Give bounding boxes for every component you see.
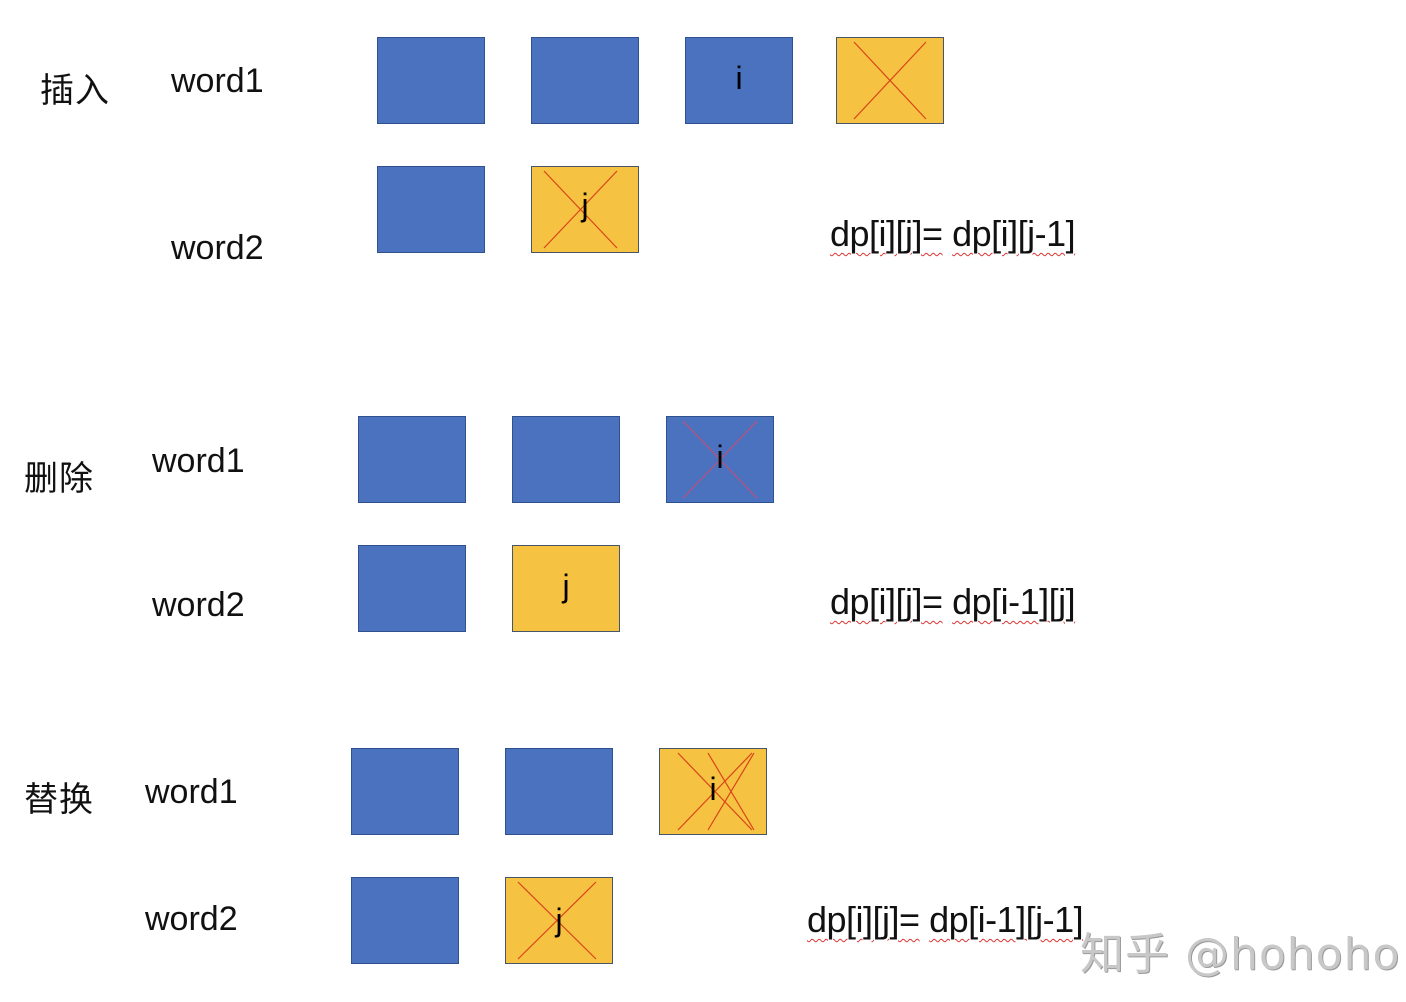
op-label-delete: 删除 bbox=[24, 459, 94, 499]
word1-label: word1 bbox=[145, 773, 238, 811]
cross-icon bbox=[682, 420, 758, 499]
word1-cell-2 bbox=[505, 748, 613, 835]
word1-cell-1 bbox=[377, 37, 485, 124]
formula-replace: dp[i][j]= dp[i-1][j-1] bbox=[807, 899, 1084, 940]
word2-cell-1 bbox=[377, 166, 485, 253]
cross-icon bbox=[543, 170, 618, 249]
cell-letter-i: i bbox=[735, 60, 743, 96]
formula-rhs: dp[i-1][j] bbox=[952, 581, 1076, 622]
formula-lhs: dp[i][j]= bbox=[807, 899, 920, 940]
formula-rhs: dp[i][j-1] bbox=[952, 213, 1076, 254]
word2-cell-2-replaced: j bbox=[505, 877, 613, 964]
word1-cell-4-inserted bbox=[836, 37, 944, 124]
cross-icon bbox=[677, 752, 755, 831]
formula-lhs: dp[i][j]= bbox=[830, 581, 943, 622]
cell-letter-j: j bbox=[562, 568, 570, 604]
word2-cell-2: j bbox=[512, 545, 620, 632]
cell-letter-i: i bbox=[716, 439, 724, 475]
formula-insert: dp[i][j]= dp[i][j-1] bbox=[830, 213, 1076, 254]
cross-icon bbox=[853, 41, 927, 120]
word2-cell-1 bbox=[351, 877, 459, 964]
cell-letter-i: i bbox=[709, 771, 717, 807]
word1-cell-2 bbox=[531, 37, 639, 124]
formula-rhs: dp[i-1][j-1] bbox=[929, 899, 1084, 940]
word2-label: word2 bbox=[152, 586, 245, 624]
formula-delete: dp[i][j]= dp[i-1][j] bbox=[830, 581, 1076, 622]
word2-label: word2 bbox=[171, 229, 264, 267]
word1-cell-3-replaced: i bbox=[659, 748, 767, 835]
word1-cell-2 bbox=[512, 416, 620, 503]
cell-letter-j: j bbox=[555, 902, 563, 938]
cell-letter-j: j bbox=[581, 187, 589, 223]
word1-cell-3: i bbox=[685, 37, 793, 124]
word1-cell-1 bbox=[351, 748, 459, 835]
watermark: 知乎 @hohoho bbox=[1080, 929, 1401, 980]
formula-lhs: dp[i][j]= bbox=[830, 213, 943, 254]
word2-cell-1 bbox=[358, 545, 466, 632]
word1-cell-1 bbox=[358, 416, 466, 503]
word1-cell-3-deleted: i bbox=[666, 416, 774, 503]
op-label-replace: 替换 bbox=[24, 780, 94, 820]
word2-label: word2 bbox=[145, 900, 238, 938]
cross-icon bbox=[517, 881, 597, 960]
word2-cell-2: j bbox=[531, 166, 639, 253]
word1-label: word1 bbox=[171, 62, 264, 100]
word1-label: word1 bbox=[152, 442, 245, 480]
op-label-insert: 插入 bbox=[40, 71, 110, 111]
